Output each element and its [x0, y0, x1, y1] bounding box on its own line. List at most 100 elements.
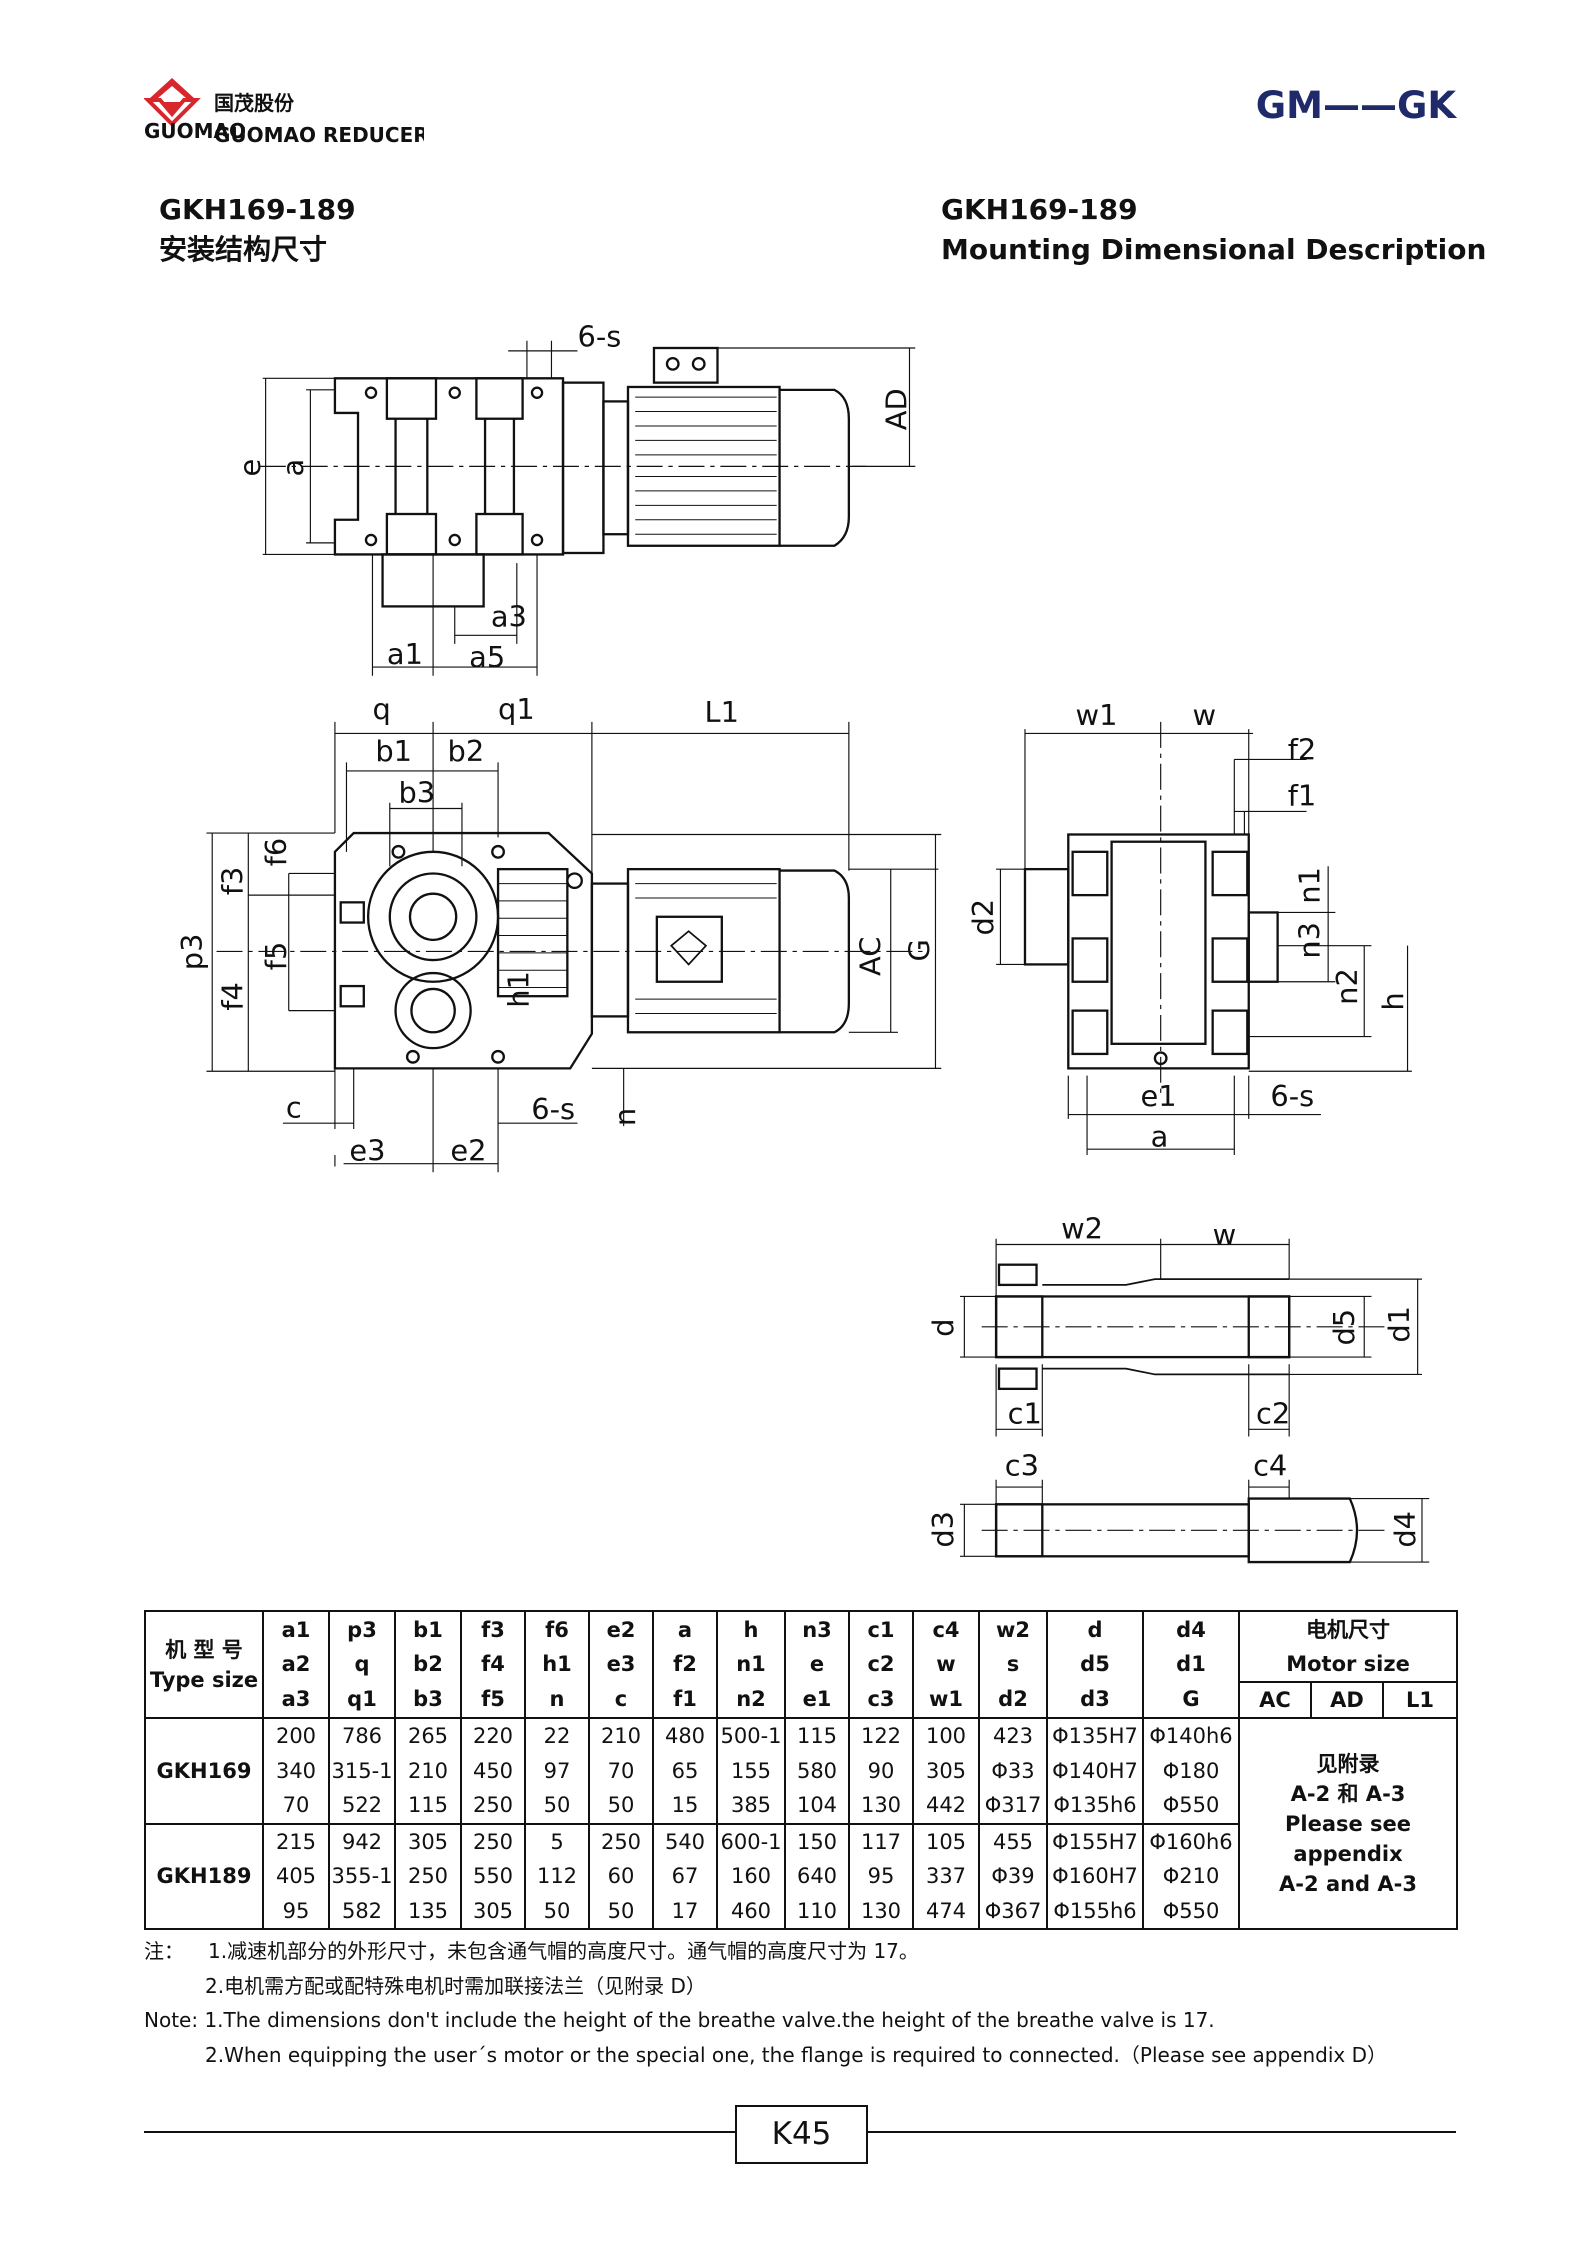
cell-line: f5: [481, 1686, 505, 1711]
cell-line: 355-1: [331, 1864, 393, 1888]
cell-line: 5: [550, 1829, 564, 1854]
cell-line: f1: [673, 1686, 697, 1711]
cell-line: 100: [925, 1724, 967, 1748]
dim-label: 6-s: [531, 1092, 575, 1126]
cell-line: 117: [860, 1829, 902, 1854]
cell-line: 340: [275, 1758, 317, 1783]
cell-line: 104: [796, 1793, 838, 1817]
cell-line: n: [549, 1686, 565, 1711]
dim-label: a1: [387, 637, 423, 671]
cell-line: 580: [796, 1758, 838, 1783]
cell-line: 460: [730, 1898, 772, 1923]
dim-label: c2: [1256, 1396, 1290, 1430]
cell-line: 135: [407, 1898, 449, 1923]
dim-label: 6-s: [577, 320, 621, 354]
cell-line: 305: [925, 1758, 967, 1783]
note-label: 注：: [144, 1939, 184, 1963]
cell-line: 337: [925, 1864, 967, 1888]
page-number: K45: [735, 2105, 868, 2164]
cell-line: Φ160h6: [1149, 1829, 1233, 1854]
note-line: 见附录: [1316, 1751, 1380, 1776]
cell-line: 150: [796, 1829, 838, 1854]
note-line: Please see appendix: [1284, 1811, 1412, 1866]
dim-label: n1: [1292, 867, 1326, 904]
cell-line: a3: [281, 1686, 311, 1711]
dim-label: f3: [216, 867, 250, 896]
motor-column-header: AD: [1310, 1681, 1384, 1719]
cell-line: 385: [730, 1793, 772, 1817]
cell-line: 15: [671, 1793, 699, 1817]
cell-line: a1: [281, 1617, 311, 1642]
dim-label: b1: [375, 734, 412, 768]
cell-line: 50: [607, 1793, 635, 1817]
cell-line: n1: [736, 1652, 766, 1677]
cell-line: Φ155h6: [1053, 1898, 1137, 1923]
type-size: GKH169: [144, 1717, 264, 1825]
cell-line: a2: [281, 1652, 311, 1677]
cell-line: 640: [796, 1864, 838, 1888]
cell-line: Φ160H7: [1052, 1864, 1138, 1888]
cell-line: Φ39: [991, 1864, 1035, 1888]
model-title-en: GKH169-189: [941, 193, 1138, 226]
cell-line: f6: [545, 1617, 569, 1642]
header-line: Type size: [149, 1667, 259, 1692]
column-header: h n1 n2: [716, 1610, 786, 1719]
cell-line: h1: [542, 1652, 572, 1677]
dim-label: b2: [448, 734, 485, 768]
cell-line: d3: [1080, 1686, 1110, 1711]
cell-line: 210: [600, 1724, 642, 1748]
dim-label: w1: [1076, 698, 1118, 732]
cell-line: Φ135H7: [1052, 1724, 1138, 1748]
cell-line: Φ140H7: [1052, 1758, 1138, 1783]
dim-label: w: [1213, 1217, 1237, 1251]
cell-line: b2: [413, 1652, 443, 1677]
dim-label: q: [372, 692, 390, 726]
cell-line: 423: [992, 1724, 1034, 1748]
dim-label: e3: [349, 1134, 385, 1168]
title-left: GKH169-189 安装结构尺寸: [159, 190, 356, 270]
cell-line: 50: [607, 1898, 635, 1923]
cell-line: 22: [543, 1724, 571, 1748]
front-view: [206, 721, 942, 1173]
cell-line: 500-1: [720, 1724, 782, 1748]
cell-line: c1: [867, 1617, 895, 1642]
dim-label: L1: [704, 695, 738, 729]
cell-line: 786: [341, 1724, 383, 1748]
cell-line: 550: [472, 1864, 514, 1888]
dim-label: e2: [450, 1134, 486, 1168]
cell-line: 480: [664, 1724, 706, 1748]
dim-label: a: [1151, 1119, 1169, 1153]
note-cn-2: 2.电机需方配或配特殊电机时需加联接法兰（见附录 D）: [205, 1973, 706, 1998]
cell-line: c4: [932, 1617, 960, 1642]
dim-label: d3: [926, 1511, 960, 1548]
cell-line: s: [1006, 1652, 1020, 1677]
cell-line: Φ367: [984, 1898, 1042, 1923]
dim-label: 6-s: [1270, 1079, 1314, 1113]
cell-line: Φ140h6: [1149, 1724, 1233, 1748]
dim-label: h1: [501, 971, 535, 1008]
cell-line: 17: [671, 1898, 699, 1923]
cell-line: n2: [736, 1686, 766, 1711]
cell-line: 112: [536, 1864, 578, 1888]
cell-line: h: [743, 1617, 759, 1642]
cell-line: Φ155H7: [1052, 1829, 1138, 1854]
cell-line: p3: [347, 1617, 377, 1642]
cell-line: b1: [413, 1617, 443, 1642]
